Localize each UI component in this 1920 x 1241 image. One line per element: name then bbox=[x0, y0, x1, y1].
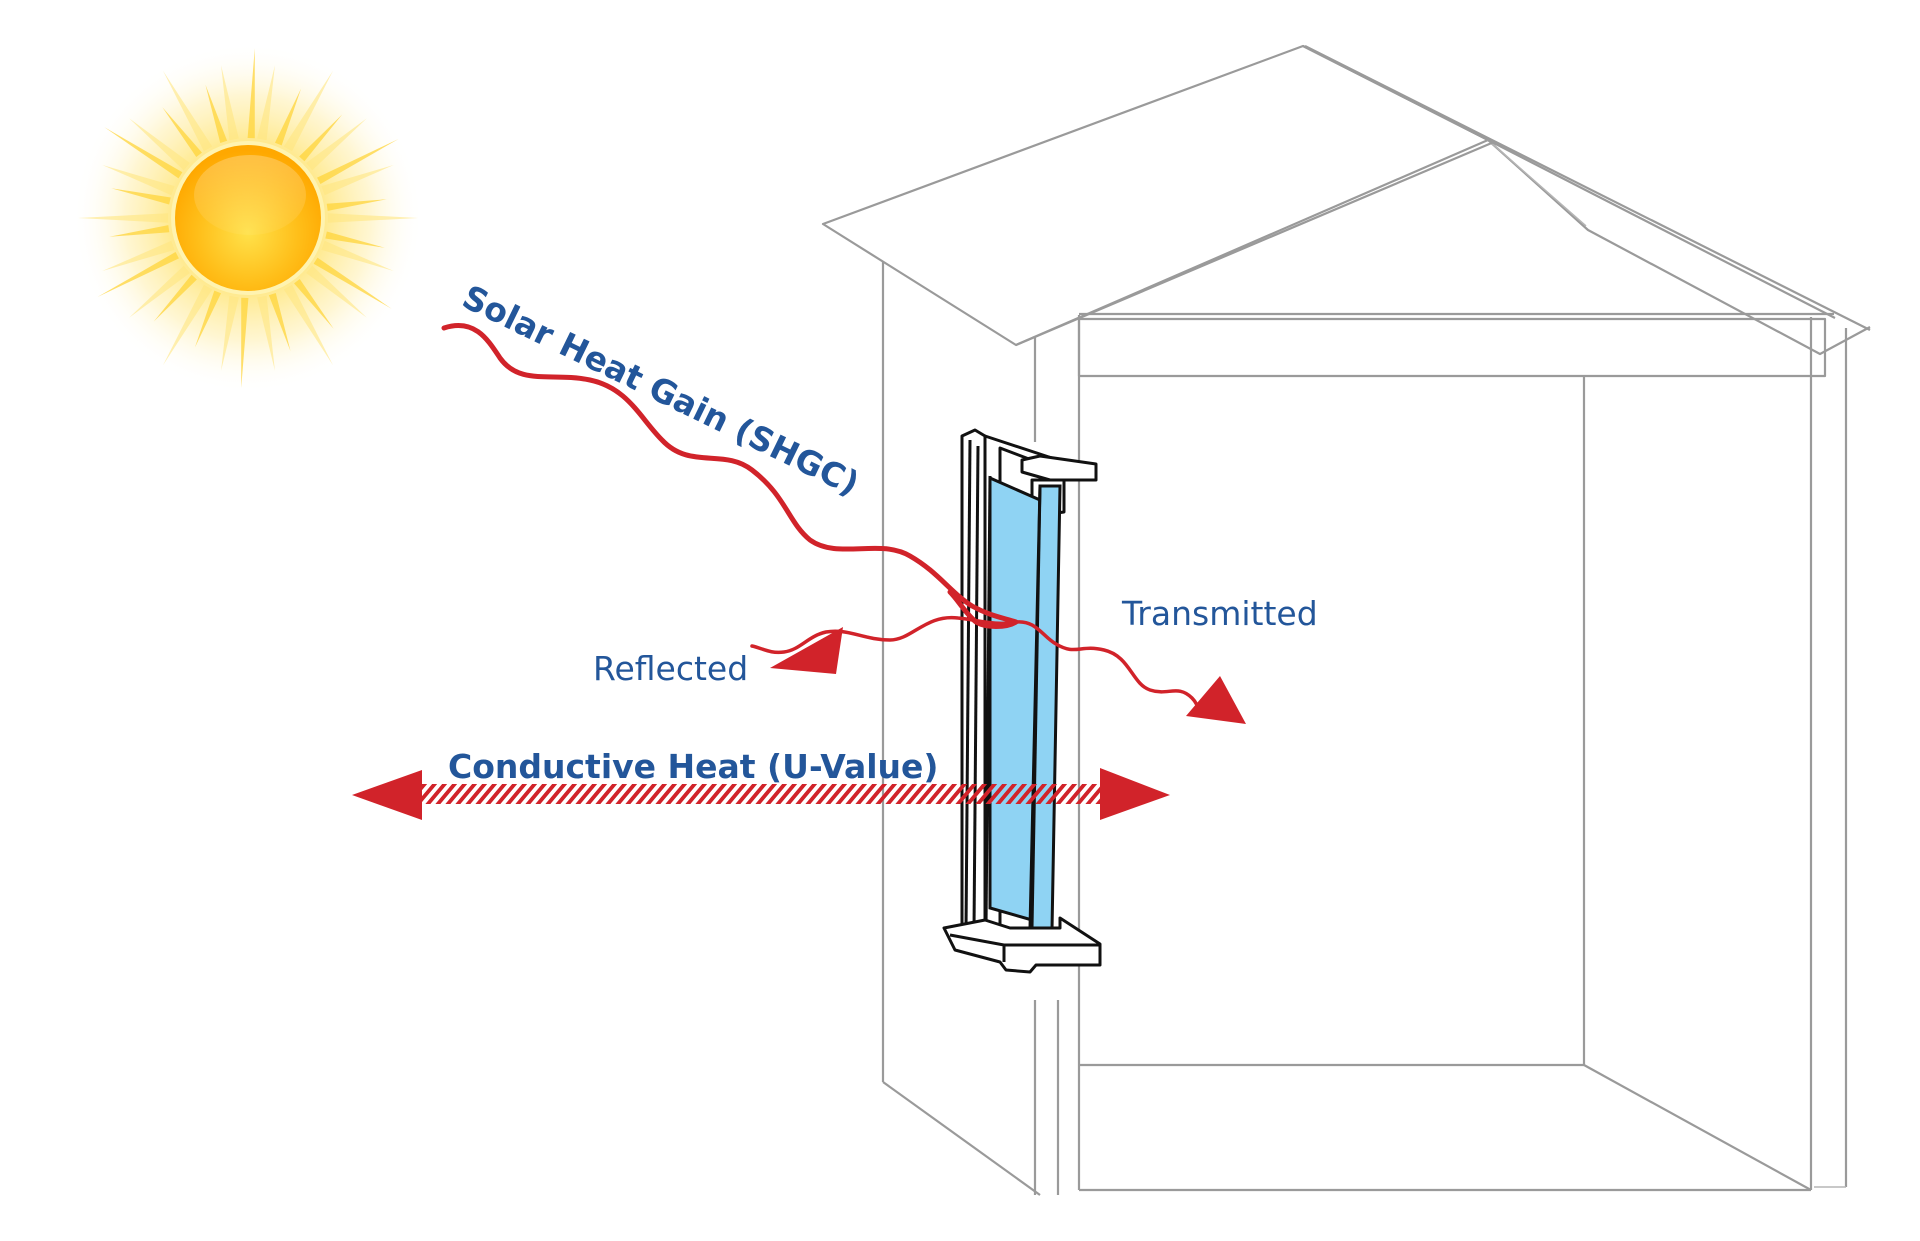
window-cross-section bbox=[942, 428, 1102, 974]
sun-ray bbox=[78, 213, 169, 223]
sun-ray bbox=[111, 188, 171, 205]
sun-ray bbox=[162, 107, 202, 157]
sun-ray bbox=[163, 70, 213, 152]
sun-ray bbox=[283, 284, 333, 366]
house-roof-right bbox=[1302, 45, 1871, 356]
conductive-arrowhead-left bbox=[352, 770, 422, 820]
label-solar-heat-gain: Solar Heat Gain (SHGC) bbox=[456, 277, 865, 503]
sun-ray bbox=[321, 240, 394, 272]
solar-heat-gain-ray bbox=[441, 323, 1019, 629]
sun-ray bbox=[321, 164, 394, 196]
conductive-arrowhead-right bbox=[1100, 768, 1170, 820]
sun-ray bbox=[102, 164, 175, 196]
conductive-hatched-bar bbox=[422, 784, 1100, 804]
sun-ray bbox=[163, 284, 213, 366]
sun-icon bbox=[73, 43, 423, 393]
transmitted-arrowhead bbox=[1186, 676, 1246, 724]
sun-ray bbox=[306, 265, 367, 318]
sun-ray bbox=[221, 65, 239, 141]
sun-ray bbox=[327, 213, 418, 223]
label-transmitted: Transmitted bbox=[1121, 594, 1318, 633]
sun-ray bbox=[205, 84, 228, 143]
sun-ray bbox=[325, 231, 385, 248]
sun-ray bbox=[306, 118, 367, 171]
sun-ray bbox=[294, 279, 334, 329]
house-drawing bbox=[821, 44, 1871, 1196]
sun-rays bbox=[78, 48, 418, 388]
sun-ray bbox=[247, 48, 255, 139]
label-conductive-heat: Conductive Heat (U-Value) bbox=[448, 747, 939, 786]
sun-ray bbox=[104, 127, 183, 179]
sun-ray bbox=[299, 114, 343, 162]
sun-ray bbox=[194, 290, 222, 348]
sun-ray bbox=[326, 199, 387, 211]
sun-ray bbox=[257, 295, 275, 371]
sun-ray bbox=[97, 251, 179, 298]
label-reflected: Reflected bbox=[593, 649, 748, 688]
house-roof-left bbox=[821, 44, 1490, 347]
sun-ray bbox=[129, 265, 190, 318]
reflected-arrowhead bbox=[770, 627, 843, 674]
sun-ray bbox=[317, 138, 399, 185]
transmitted-ray bbox=[1014, 620, 1246, 724]
sun-ray bbox=[257, 65, 275, 141]
conductive-heat-arrow bbox=[352, 768, 1170, 820]
sun-ray bbox=[268, 293, 291, 352]
sun-ray bbox=[102, 240, 175, 272]
sun-ray bbox=[313, 257, 392, 309]
sun-ray bbox=[241, 297, 249, 388]
sun-ray bbox=[283, 70, 333, 152]
sun-ray bbox=[274, 88, 302, 146]
sun-ray bbox=[221, 295, 239, 371]
sun-ray bbox=[129, 118, 190, 171]
reflected-ray bbox=[750, 615, 1018, 674]
sun-ray bbox=[109, 225, 170, 237]
sun-ray bbox=[153, 274, 197, 322]
